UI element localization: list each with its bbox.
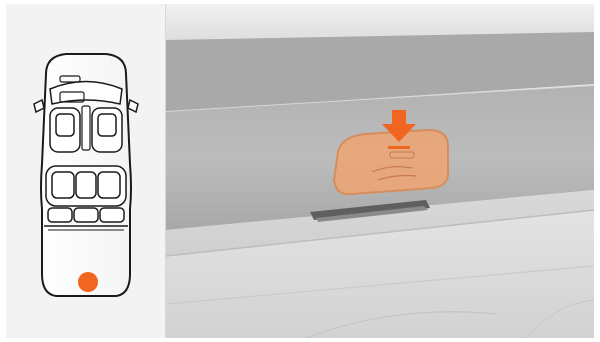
- trunk-detail-illustration: [166, 4, 594, 338]
- detail-panel: [166, 4, 594, 338]
- trunk-release-button-icon: [334, 130, 448, 194]
- car-top-view-icon: [6, 4, 165, 338]
- overview-panel: [6, 4, 166, 338]
- location-dot-icon: [78, 272, 98, 292]
